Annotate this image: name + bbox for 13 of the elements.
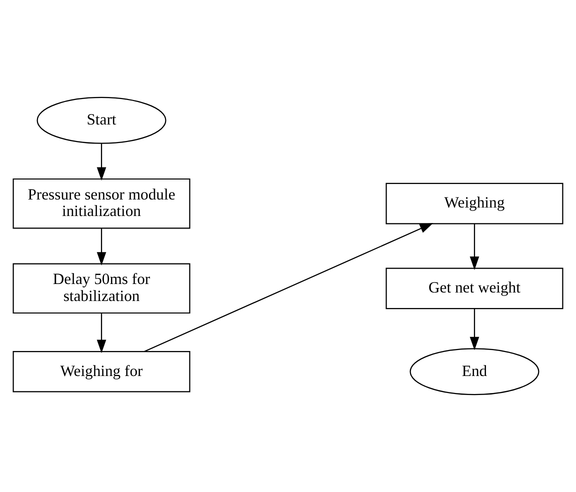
node-box: Delay 50ms for stabilization xyxy=(12,263,190,314)
arrow xyxy=(96,228,106,266)
node-box: Weighing xyxy=(386,182,564,224)
arrow xyxy=(470,308,480,350)
node-ellipse: End xyxy=(410,348,540,396)
node-box: Pressure sensor module initialization xyxy=(12,178,190,229)
arrow xyxy=(96,144,106,181)
node-box: Weighing for xyxy=(12,350,190,392)
node-ellipse: Start xyxy=(36,96,166,144)
arrow xyxy=(470,224,480,270)
node-box: Get net weight xyxy=(386,268,564,310)
arrow xyxy=(144,223,434,352)
arrow xyxy=(96,313,106,354)
